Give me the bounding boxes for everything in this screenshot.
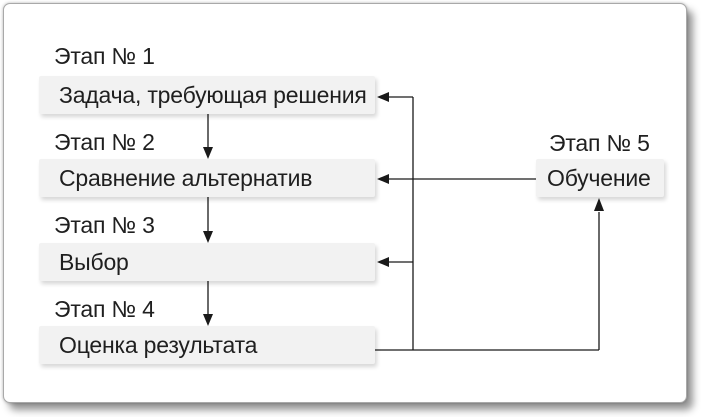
diagram-canvas: Этап № 1 Задача, требующая решения Этап … bbox=[3, 3, 687, 403]
stage-1-label: Этап № 1 bbox=[54, 43, 155, 69]
arrow-stage3-to-stage4-head-icon bbox=[203, 314, 213, 326]
stage-3-box: Выбор bbox=[39, 243, 375, 281]
stage-1-box: Задача, требующая решения bbox=[39, 76, 375, 114]
arrow-stage1-to-stage2-head-icon bbox=[203, 147, 213, 159]
arrow-stage2-to-stage3-head-icon bbox=[203, 231, 213, 243]
stage-3-label: Этап № 3 bbox=[54, 212, 155, 238]
stage-2-box: Сравнение альтернатив bbox=[39, 159, 375, 197]
stage-5-box: Обучение bbox=[536, 159, 664, 197]
stage-2-label: Этап № 2 bbox=[54, 129, 155, 155]
feedback-to-stage1-head-icon bbox=[377, 92, 389, 102]
feedback-to-learning-head-icon bbox=[594, 198, 604, 211]
stage-4-box: Оценка результата bbox=[39, 326, 375, 364]
learning-to-stage2-head-icon bbox=[377, 174, 389, 184]
stage-4-label: Этап № 4 bbox=[54, 296, 155, 322]
feedback-to-stage3-head-icon bbox=[377, 257, 389, 267]
stage-5-label: Этап № 5 bbox=[549, 130, 650, 156]
